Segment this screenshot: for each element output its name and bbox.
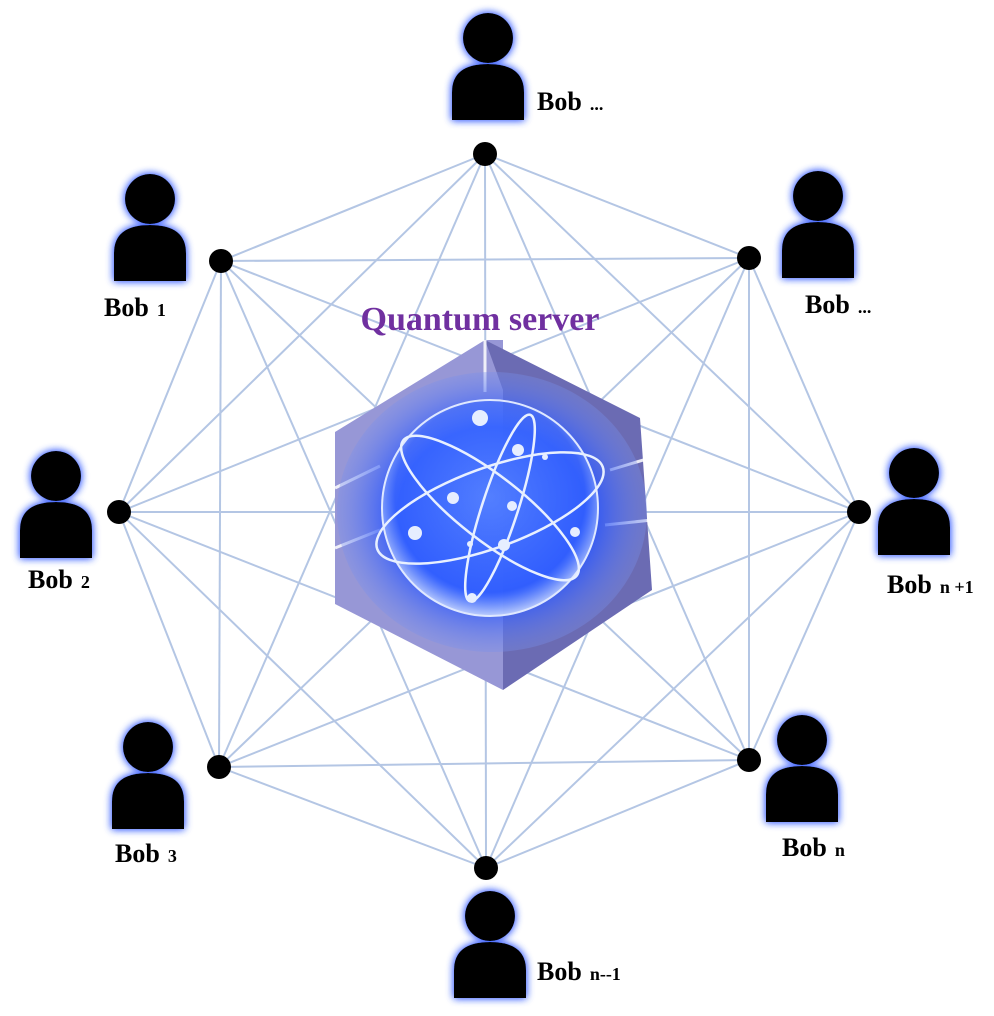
node-top: [473, 142, 497, 166]
link-lower-left-upper-left: [218, 260, 222, 768]
user-left: Bob 2: [20, 451, 92, 594]
quantum-server: Quantum server: [334, 301, 653, 690]
user-subscript: n--1: [590, 964, 621, 984]
person-icon: [452, 13, 524, 120]
link-lower-right-bottom: [485, 759, 750, 869]
person-icon: [782, 171, 854, 278]
user-label: Bob...: [537, 87, 603, 116]
link-upper-right-right: [748, 257, 860, 513]
node-lower-left: [207, 755, 231, 779]
user-label: Bob 3: [115, 839, 177, 868]
user-name: Bob: [104, 293, 149, 322]
user-label: Bob n +1: [887, 570, 974, 599]
link-lower-right-lower-left: [218, 759, 750, 768]
user-label: Bob 2: [28, 565, 90, 594]
node-upper-right: [737, 246, 761, 270]
user-subscript: 2: [81, 572, 90, 592]
person-icon: [454, 891, 526, 998]
user-name: Bob: [805, 290, 850, 319]
user-upper-left: Bob 1: [104, 174, 186, 322]
user-upper-right: Bob...: [782, 171, 871, 319]
user-name: Bob: [115, 839, 160, 868]
user-label: Bob 1: [104, 293, 166, 322]
node-upper-left: [209, 249, 233, 273]
person-icon: [766, 715, 838, 822]
user-subscript: 1: [157, 300, 166, 320]
server-title: Quantum server: [361, 301, 600, 338]
server-sphere: [381, 399, 599, 617]
user-lower-left: Bob 3: [112, 722, 184, 868]
person-icon: [878, 448, 950, 555]
user-subscript: ...: [590, 94, 604, 114]
user-name: Bob: [887, 570, 932, 599]
link-right-lower-right: [748, 511, 860, 761]
link-lower-left-left: [118, 511, 220, 768]
user-label: Bob n--1: [537, 957, 621, 986]
person-icon: [20, 451, 92, 558]
user-name: Bob: [28, 565, 73, 594]
link-top-upper-left: [220, 153, 486, 262]
user-label: Bob...: [805, 290, 871, 319]
person-icon: [112, 722, 184, 829]
user-name: Bob: [782, 833, 827, 862]
link-top-upper-right: [484, 153, 750, 259]
user-bottom: Bob n--1: [454, 891, 621, 998]
node-right: [847, 500, 871, 524]
node-bottom: [474, 856, 498, 880]
node-lower-right: [737, 748, 761, 772]
link-bottom-lower-left: [218, 766, 487, 869]
user-subscript: ...: [858, 297, 872, 317]
user-right: Bob n +1: [878, 448, 974, 599]
user-subscript: n +1: [940, 577, 974, 597]
atom-particles: [408, 410, 580, 603]
link-bottom-left: [118, 511, 487, 869]
user-subscript: n: [835, 840, 845, 860]
node-left: [107, 500, 131, 524]
user-name: Bob: [537, 957, 582, 986]
link-top-left: [118, 153, 486, 513]
link-right-bottom: [485, 511, 860, 869]
user-top: Bob...: [452, 13, 603, 120]
link-left-upper-left: [118, 260, 222, 513]
user-subscript: 3: [168, 846, 177, 866]
network-nodes: [107, 142, 871, 880]
user-name: Bob: [537, 87, 582, 116]
link-upper-right-upper-left: [220, 257, 750, 262]
person-icon: [114, 174, 186, 281]
